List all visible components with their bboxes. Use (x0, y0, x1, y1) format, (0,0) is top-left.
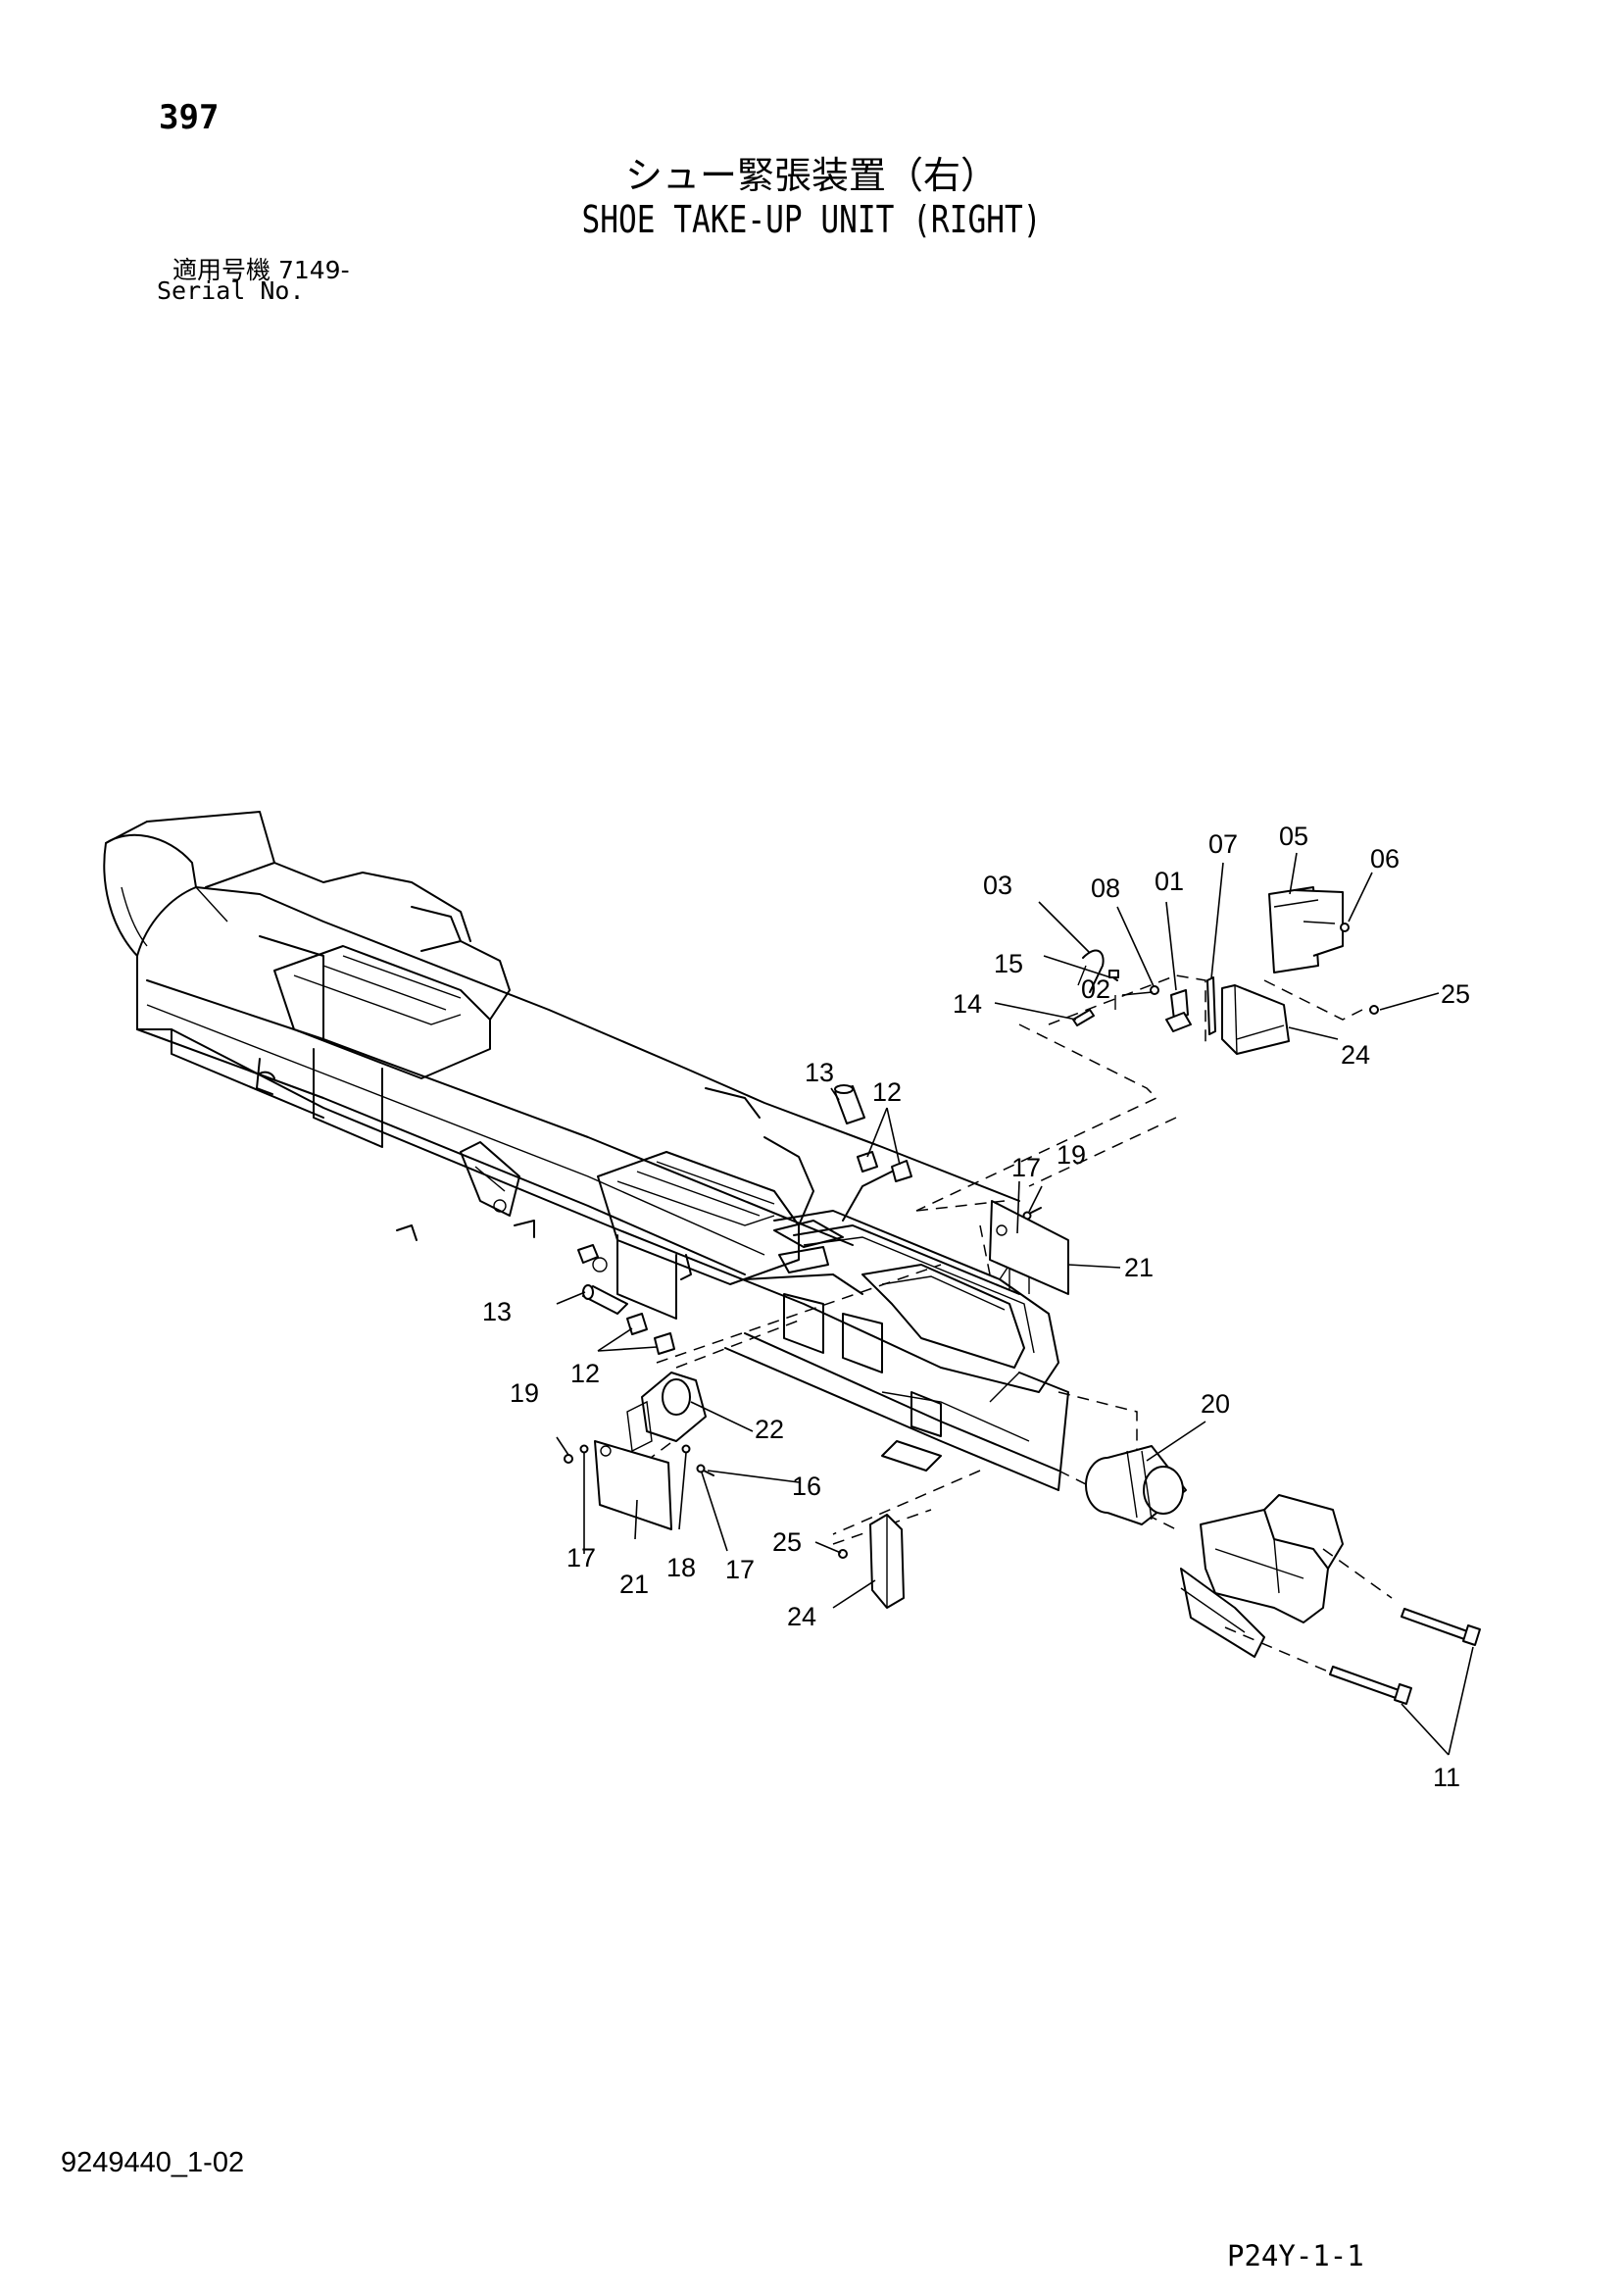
serial-applicability-japanese: 適用号機 7149- (172, 256, 350, 284)
callout-22: 22 (755, 1415, 784, 1444)
callout-17-upper: 17 (1011, 1153, 1041, 1182)
part-18-nut (681, 1444, 691, 1454)
part-06-bolt (1340, 923, 1350, 932)
callout-07: 07 (1208, 829, 1238, 859)
part-19-bolt-upper (1022, 1207, 1042, 1221)
part-20-cylinder (1085, 1445, 1187, 1525)
page-title-japanese: シュー緊張装置（右） (624, 154, 998, 197)
callout-21-upper: 21 (1124, 1253, 1154, 1282)
part-25-bolt-upper (1369, 1005, 1379, 1015)
part-15-bolt (1108, 970, 1119, 1010)
page-code: P24Y-1-1 (1227, 2239, 1364, 2272)
page-number: 397 (159, 98, 220, 137)
callout-06: 06 (1370, 844, 1400, 873)
callout-25-lower: 25 (772, 1527, 802, 1557)
track-frame (103, 811, 1069, 1491)
callout-labels: 01 02 03 05 06 07 08 11 12 12 13 13 14 1… (482, 822, 1470, 1792)
callout-20: 20 (1201, 1389, 1230, 1419)
part-13-pin-upper (834, 1084, 865, 1124)
callout-03: 03 (983, 871, 1012, 900)
part-13-pin-lower (582, 1284, 628, 1315)
callout-11: 11 (1433, 1763, 1460, 1792)
part-12-nuts-upper (857, 1151, 912, 1182)
drawing-number: 9249440_1-02 (61, 2147, 245, 2178)
part-07-plate (1206, 976, 1216, 1035)
part-21-plate-upper (989, 1200, 1069, 1295)
page-title-english: SHOE TAKE-UP UNIT (RIGHT) (581, 198, 1042, 241)
part-24-cover-upper (1221, 984, 1290, 1055)
part-05-cover (1268, 886, 1344, 973)
callout-13-lower: 13 (482, 1297, 512, 1326)
callout-17-lower-right: 17 (725, 1555, 755, 1584)
callout-02: 02 (1081, 974, 1110, 1004)
part-25-bolt-lower (838, 1549, 848, 1559)
part-14-pin (1072, 1009, 1095, 1026)
serial-number-label: Serial No. (157, 276, 305, 305)
leader-lines (556, 852, 1474, 1756)
callout-12-lower: 12 (570, 1359, 600, 1388)
callout-14: 14 (953, 989, 982, 1019)
callout-17-lower-left: 17 (566, 1543, 596, 1572)
callout-13-upper: 13 (805, 1058, 834, 1087)
part-19-bolt-lower (564, 1454, 573, 1464)
part-11-bolts (1329, 1608, 1481, 1705)
part-24-cover-lower (869, 1514, 905, 1609)
part-21-plate-lower (594, 1440, 672, 1530)
callout-24-upper: 24 (1341, 1040, 1370, 1070)
callout-08: 08 (1091, 873, 1120, 903)
callout-18: 18 (666, 1553, 696, 1582)
part-01-bracket (1165, 989, 1192, 1032)
part-17-washer-lower (579, 1444, 589, 1454)
callout-24-lower: 24 (787, 1602, 816, 1631)
callout-05: 05 (1279, 822, 1308, 851)
part-16-bolt (696, 1464, 714, 1476)
callout-01: 01 (1155, 867, 1184, 896)
callout-21-lower: 21 (619, 1570, 649, 1599)
callout-19-upper: 19 (1057, 1140, 1086, 1170)
callout-16: 16 (792, 1472, 821, 1501)
callout-12-upper: 12 (872, 1077, 902, 1107)
callout-25-upper: 25 (1441, 979, 1470, 1009)
yoke-assembly (1180, 1494, 1344, 1658)
callout-19-lower: 19 (510, 1378, 539, 1408)
callout-15: 15 (994, 949, 1023, 978)
part-22-bracket (626, 1372, 707, 1453)
